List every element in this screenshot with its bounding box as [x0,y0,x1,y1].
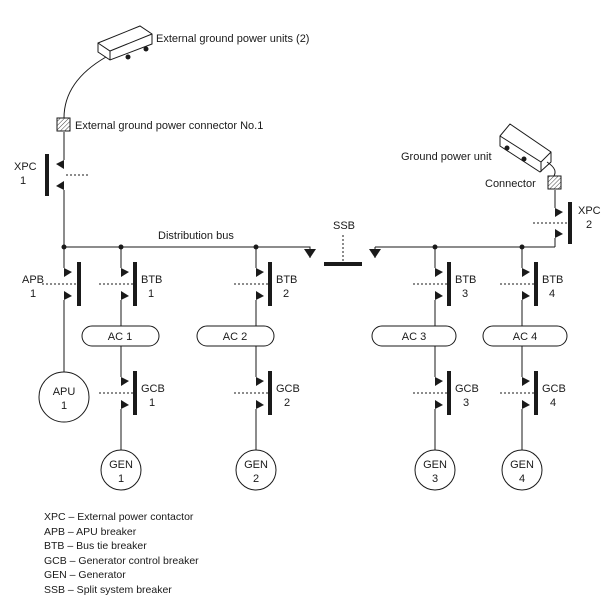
legend-item-ssb: SSB – Split system breaker [44,583,172,596]
gcb-2-breaker [234,371,272,415]
btb3-num: 3 [462,288,468,300]
gcb1-num: 1 [149,397,155,409]
apu-generator [38,371,90,423]
gpu-power-cable [546,161,556,177]
ac4-label: AC 4 [513,331,537,343]
gcb-4-breaker [500,371,538,415]
generator-2 [235,449,277,491]
btb-2-breaker [234,262,272,306]
ac2-label: AC 2 [223,331,247,343]
legend-item-gcb: GCB – Generator control breaker [44,554,199,567]
btb4-label: BTB [542,274,563,286]
btb1-num: 1 [148,288,154,300]
btb-3-breaker [413,262,451,306]
generator-1 [100,449,142,491]
gpu-connector [547,175,562,190]
gcb1-label: GCB [141,383,165,395]
btb3-label: BTB [455,274,476,286]
apb-label: APB [22,274,44,286]
apu-label: APU [53,386,76,398]
external-ground-power-unit [97,25,153,61]
gcb4-num: 4 [550,397,556,409]
gcb4-label: GCB [542,383,566,395]
gcb2-label: GCB [276,383,300,395]
gen4-num: 4 [519,473,525,485]
xpc2-num: 2 [586,219,592,231]
ssb-label: SSB [333,220,355,232]
xpc1-num: 1 [20,175,26,187]
btb-1-breaker [99,262,137,306]
ac-bus-4 [482,325,568,347]
apb-num: 1 [30,288,36,300]
ac-bus-2 [196,325,275,347]
btb2-num: 2 [283,288,289,300]
split-system-breaker [300,235,381,266]
gen1-label: GEN [109,459,133,471]
ext-power-cable [63,56,107,119]
gpu-label: Ground power unit [401,151,492,163]
legend-item-apb: APB – APU breaker [44,525,137,538]
connector-label: Connector [485,178,536,190]
ext-power-connector-no1 [56,117,71,132]
apu-num: 1 [61,400,67,412]
distribution-bus-label: Distribution bus [158,230,234,242]
btb4-num: 4 [549,288,555,300]
gcb-3-breaker [413,371,451,415]
xpc1-label: XPC [14,161,37,173]
legend-item-xpc: XPC – External power contactor [44,511,194,523]
ground-power-unit [499,123,552,173]
ext-gpu-label: External ground power units (2) [156,33,309,45]
btb-4-breaker [500,262,538,306]
xpc-2-breaker [533,202,572,244]
gcb3-num: 3 [463,397,469,409]
gen4-label: GEN [510,459,534,471]
gcb-1-breaker [99,371,137,415]
gcb3-label: GCB [455,383,479,395]
gen2-num: 2 [253,473,259,485]
btb1-label: BTB [141,274,162,286]
gen1-num: 1 [118,473,124,485]
xpc-1-breaker [45,154,88,196]
gen3-label: GEN [423,459,447,471]
legend: XPC – External power contactor APB – APU… [44,510,199,598]
xpc2-label: XPC [578,205,601,217]
apb-1-breaker [42,262,81,306]
legend-item-btb: BTB – Bus tie breaker [44,540,147,553]
ac3-label: AC 3 [402,331,426,343]
legend-item-gen: GEN – Generator [44,569,126,582]
generator-3 [414,449,456,491]
ac1-label: AC 1 [108,331,132,343]
generator-4 [501,449,543,491]
ac-bus-1 [81,325,160,347]
gen3-num: 3 [432,473,438,485]
gen2-label: GEN [244,459,268,471]
btb2-label: BTB [276,274,297,286]
gcb2-num: 2 [284,397,290,409]
ext-connector-label: External ground power connector No.1 [75,120,263,132]
ac-bus-3 [371,325,457,347]
